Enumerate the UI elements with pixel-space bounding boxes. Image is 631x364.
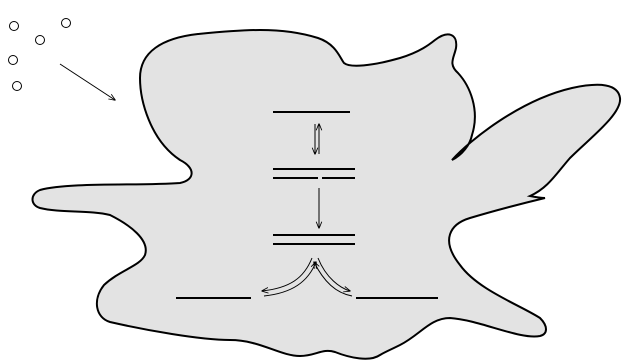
particle-3: [36, 36, 45, 45]
particles: [9, 19, 71, 91]
cell-blob: [33, 30, 621, 359]
incoming-arrow: [60, 64, 115, 100]
particle-4: [9, 56, 18, 65]
particle-1: [10, 22, 19, 31]
particle-2: [62, 19, 71, 28]
particle-5: [13, 82, 22, 91]
